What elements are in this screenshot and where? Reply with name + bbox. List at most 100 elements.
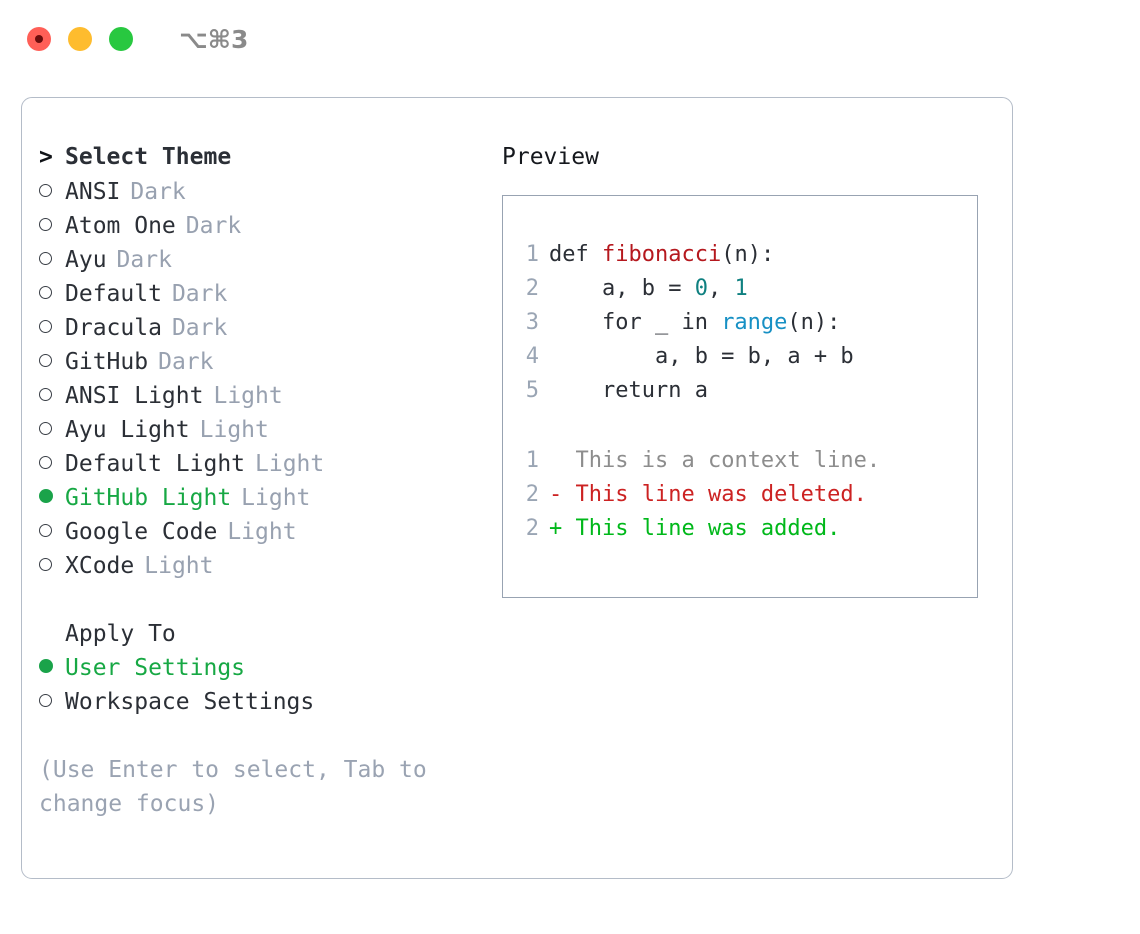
theme-option-xcode[interactable]: XCode Light <box>39 549 489 583</box>
radio-unselected-icon[interactable] <box>39 209 65 243</box>
theme-badge: Dark <box>158 349 214 375</box>
radio-unselected-icon[interactable] <box>39 175 65 209</box>
theme-label: GitHub Light <box>65 485 232 511</box>
code-token-function: fibonacci <box>601 242 722 267</box>
code-token: (n): <box>787 310 841 335</box>
theme-badge: Light <box>199 417 269 443</box>
radio-unselected-icon[interactable] <box>39 379 65 413</box>
keyboard-hint-text: (Use Enter to select, Tab to change focu… <box>39 757 427 817</box>
code-token: a, b = <box>549 276 695 301</box>
code-token-builtin: range <box>721 310 788 335</box>
radio-unselected-icon[interactable] <box>39 345 65 379</box>
code-token: def <box>549 242 602 267</box>
apply-to-title: Apply To <box>65 621 176 647</box>
page-title: Select Theme <box>65 144 232 170</box>
radio-unselected-icon[interactable] <box>39 685 65 719</box>
theme-badge: Dark <box>116 247 172 273</box>
theme-label: Google Code <box>65 519 218 545</box>
code-token: a, b = b, a + b <box>549 344 854 369</box>
close-button[interactable] <box>27 27 51 51</box>
theme-option-github-light[interactable]: GitHub Light Light <box>39 481 489 515</box>
theme-label: Default Light <box>65 451 246 477</box>
code-token: , <box>707 276 735 301</box>
code-token-number: 0 <box>694 276 708 301</box>
keyboard-shortcut-label: ⌥⌘3 <box>179 24 249 54</box>
code-line: 1 def fibonacci(n): <box>503 238 977 272</box>
code-token: return a <box>549 378 708 403</box>
theme-list-header: > Select Theme <box>39 140 489 174</box>
radio-selected-icon[interactable] <box>39 481 65 515</box>
apply-to-option-workspace-settings[interactable]: Workspace Settings <box>39 685 489 719</box>
theme-option-ayu-light[interactable]: Ayu Light Light <box>39 413 489 447</box>
theme-label: GitHub <box>65 349 149 375</box>
apply-to-option-user-settings[interactable]: User Settings <box>39 651 489 685</box>
radio-unselected-icon[interactable] <box>39 549 65 583</box>
radio-unselected-icon[interactable] <box>39 311 65 345</box>
code-line: 2 a, b = 0, 1 <box>503 272 977 306</box>
code-token: (n): <box>721 242 775 267</box>
diff-sign-plus: + <box>549 516 576 541</box>
theme-badge: Dark <box>185 213 242 239</box>
preview-spacer <box>503 408 977 444</box>
theme-option-github-dark[interactable]: GitHub Dark <box>39 345 489 379</box>
radio-unselected-icon[interactable] <box>39 243 65 277</box>
theme-option-google-code[interactable]: Google Code Light <box>39 515 489 549</box>
theme-badge: Dark <box>171 315 228 341</box>
diff-line-context: 1 This is a context line. <box>503 444 977 478</box>
theme-option-default-dark[interactable]: Default Dark <box>39 277 489 311</box>
apply-to-label: Workspace Settings <box>65 689 315 715</box>
code-line: 5 return a <box>503 374 977 408</box>
theme-badge: Dark <box>171 281 228 307</box>
theme-badge: Light <box>144 553 214 579</box>
line-number: 2 <box>525 276 539 301</box>
diff-text: This is a context line. <box>575 448 881 473</box>
apply-to-group: User Settings Workspace Settings <box>39 651 489 719</box>
line-number: 3 <box>525 310 539 335</box>
theme-badge: Light <box>227 519 297 545</box>
code-line: 4 a, b = b, a + b <box>503 340 977 374</box>
theme-badge: Light <box>213 383 283 409</box>
line-number: 1 <box>525 242 539 267</box>
theme-label: Default <box>65 281 162 307</box>
traffic-lights <box>27 27 133 51</box>
theme-badge: Dark <box>130 179 186 205</box>
theme-option-ansi-dark[interactable]: ANSI Dark <box>39 175 489 209</box>
diff-text: This line was deleted. <box>575 482 867 507</box>
zoom-button[interactable] <box>109 27 133 51</box>
radio-unselected-icon[interactable] <box>39 447 65 481</box>
prompt-caret-icon: > <box>39 144 53 170</box>
minimize-button[interactable] <box>68 27 92 51</box>
line-number: 2 <box>525 482 539 507</box>
theme-option-default-light[interactable]: Default Light Light <box>39 447 489 481</box>
theme-option-ayu-dark[interactable]: Ayu Dark <box>39 243 489 277</box>
theme-label: XCode <box>65 553 135 579</box>
theme-option-dracula-dark[interactable]: Dracula Dark <box>39 311 489 345</box>
window-titlebar: ⌥⌘3 <box>0 0 1140 78</box>
theme-label: Ayu Light <box>65 417 190 443</box>
radio-unselected-icon[interactable] <box>39 413 65 447</box>
radio-unselected-icon[interactable] <box>39 277 65 311</box>
code-token-number: 1 <box>734 276 748 301</box>
diff-line-deleted: 2- This line was deleted. <box>503 478 977 512</box>
theme-option-ansi-light[interactable]: ANSI Light Light <box>39 379 489 413</box>
theme-label: Dracula <box>65 315 162 341</box>
theme-badge: Light <box>241 485 311 511</box>
preview-title: Preview <box>502 144 599 170</box>
radio-selected-icon[interactable] <box>39 651 65 685</box>
line-number: 4 <box>525 344 539 369</box>
apply-to-label: User Settings <box>65 655 246 681</box>
theme-label: ANSI Light <box>65 383 204 409</box>
radio-unselected-icon[interactable] <box>39 515 65 549</box>
theme-label: ANSI <box>65 179 121 205</box>
diff-text: This line was added. <box>575 516 841 541</box>
theme-label: Ayu <box>65 247 107 273</box>
diff-sign-minus: - <box>549 482 576 507</box>
theme-badge: Light <box>255 451 325 477</box>
